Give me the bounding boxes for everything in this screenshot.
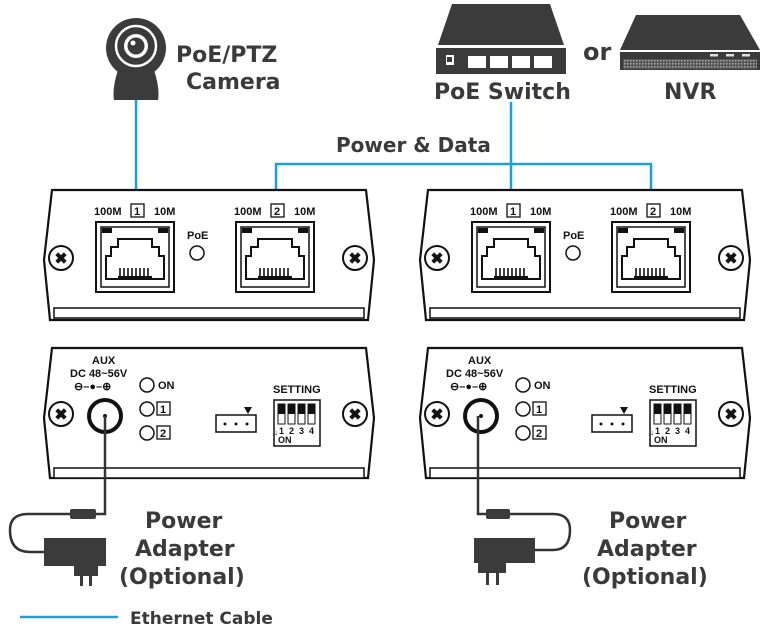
port1-speed-left: 100M — [94, 206, 122, 218]
led-on-icon — [139, 377, 155, 393]
or-text: or — [583, 38, 611, 66]
right-rear-panel: AUX DC 48~56V ⊖–●–⊕ ON 1 2 SETTING ↓ 1 2… — [418, 346, 752, 480]
dip-number-1: 1 — [655, 426, 660, 436]
dip-arrow: ↓ — [274, 428, 278, 437]
port2-speed-left: 100M — [234, 206, 262, 218]
dip-number-1: 1 — [279, 426, 284, 436]
screw-icon — [48, 245, 74, 271]
dip-number-4: 4 — [685, 426, 690, 436]
setting-label: SETTING — [273, 384, 321, 396]
screw-icon — [424, 245, 450, 271]
port2-speed-left: 100M — [610, 206, 638, 218]
right-power-adapter-icon — [474, 416, 572, 585]
right-adapter-line1: Power — [609, 509, 686, 534]
dip-on-label: ON — [654, 435, 668, 445]
dip-switch[interactable] — [273, 399, 321, 447]
port2-number: 2 — [274, 206, 280, 218]
led-1-icon — [139, 401, 155, 417]
led-1-icon — [515, 401, 531, 417]
camera-label-line2: Camera — [186, 70, 281, 95]
legend-label: Ethernet Cable — [130, 609, 273, 629]
led-2-icon — [139, 425, 155, 441]
left-power-adapter-icon — [8, 416, 107, 586]
port1-speed-right: 10M — [530, 206, 551, 218]
port1-number: 1 — [510, 206, 516, 218]
polarity-symbol: ⊖–●–⊕ — [74, 381, 111, 393]
setting-label: SETTING — [649, 384, 697, 396]
poe-switch-label: PoE Switch — [434, 80, 571, 105]
led-on-label: ON — [158, 380, 175, 392]
dip-number-3: 3 — [299, 426, 304, 436]
led-1-label: 1 — [536, 404, 542, 416]
port2-number: 2 — [650, 206, 656, 218]
right-front-panel: 100M 1 10M PoE 100M 2 10M — [418, 188, 752, 322]
led-2-label: 2 — [536, 428, 542, 440]
left-rear-panel: AUX DC 48~56V ⊖–●–⊕ ON 1 2 SETTING ↓ 1 2… — [42, 346, 376, 480]
right-adapter-line2: Adapter — [597, 537, 697, 562]
link-cable — [274, 162, 653, 190]
right-adapter-line3: (Optional) — [582, 565, 708, 590]
legend: Ethernet Cable — [20, 609, 273, 629]
aux-label: AUX — [92, 355, 116, 367]
polarity-symbol: ⊖–●–⊕ — [450, 381, 487, 393]
poe-led-label: PoE — [187, 230, 208, 242]
camera-label-line1: PoE/PTZ — [176, 43, 277, 68]
screw-icon — [48, 401, 74, 427]
dip-number-2: 2 — [289, 426, 294, 436]
led-2-label: 2 — [160, 428, 166, 440]
dc-rating-label: DC 48~56V — [70, 368, 128, 380]
screw-icon — [718, 401, 744, 427]
screw-icon — [718, 245, 744, 271]
left-adapter-line2: Adapter — [135, 537, 235, 562]
rj45-port-1[interactable] — [95, 221, 175, 293]
port1-speed-right: 10M — [154, 206, 175, 218]
dip-number-4: 4 — [309, 426, 314, 436]
rj45-port-1[interactable] — [471, 221, 551, 293]
left-adapter-line3: (Optional) — [119, 565, 245, 590]
port1-speed-left: 100M — [470, 206, 498, 218]
poe-led-label: PoE — [563, 230, 584, 242]
port2-speed-right: 10M — [294, 206, 315, 218]
nvr-label: NVR — [664, 80, 716, 105]
led-on-label: ON — [534, 380, 551, 392]
power-data-label: Power & Data — [336, 133, 491, 157]
led-on-icon — [515, 377, 531, 393]
dip-switch[interactable] — [649, 399, 697, 447]
poe-switch-icon — [436, 4, 566, 74]
nvr-icon — [620, 15, 760, 70]
poe-led-icon — [565, 245, 581, 261]
led-1-label: 1 — [160, 404, 166, 416]
left-front-panel: 100M 1 10M PoE 100M 2 10M — [42, 188, 376, 322]
screw-icon — [342, 401, 368, 427]
dip-arrow: ↓ — [650, 428, 654, 437]
camera-icon — [106, 18, 166, 100]
rj45-port-2[interactable] — [611, 221, 691, 293]
ethernet-cables — [134, 100, 653, 190]
port2-speed-right: 10M — [670, 206, 691, 218]
port1-number: 1 — [134, 206, 140, 218]
rj45-port-2[interactable] — [235, 221, 315, 293]
screw-icon — [424, 401, 450, 427]
dip-on-label: ON — [278, 435, 292, 445]
poe-led-icon — [189, 245, 205, 261]
dip-number-2: 2 — [665, 426, 670, 436]
dip-number-3: 3 — [675, 426, 680, 436]
led-2-icon — [515, 425, 531, 441]
dc-rating-label: DC 48~56V — [446, 368, 504, 380]
aux-label: AUX — [468, 355, 492, 367]
left-adapter-line1: Power — [145, 509, 222, 534]
screw-icon — [342, 245, 368, 271]
